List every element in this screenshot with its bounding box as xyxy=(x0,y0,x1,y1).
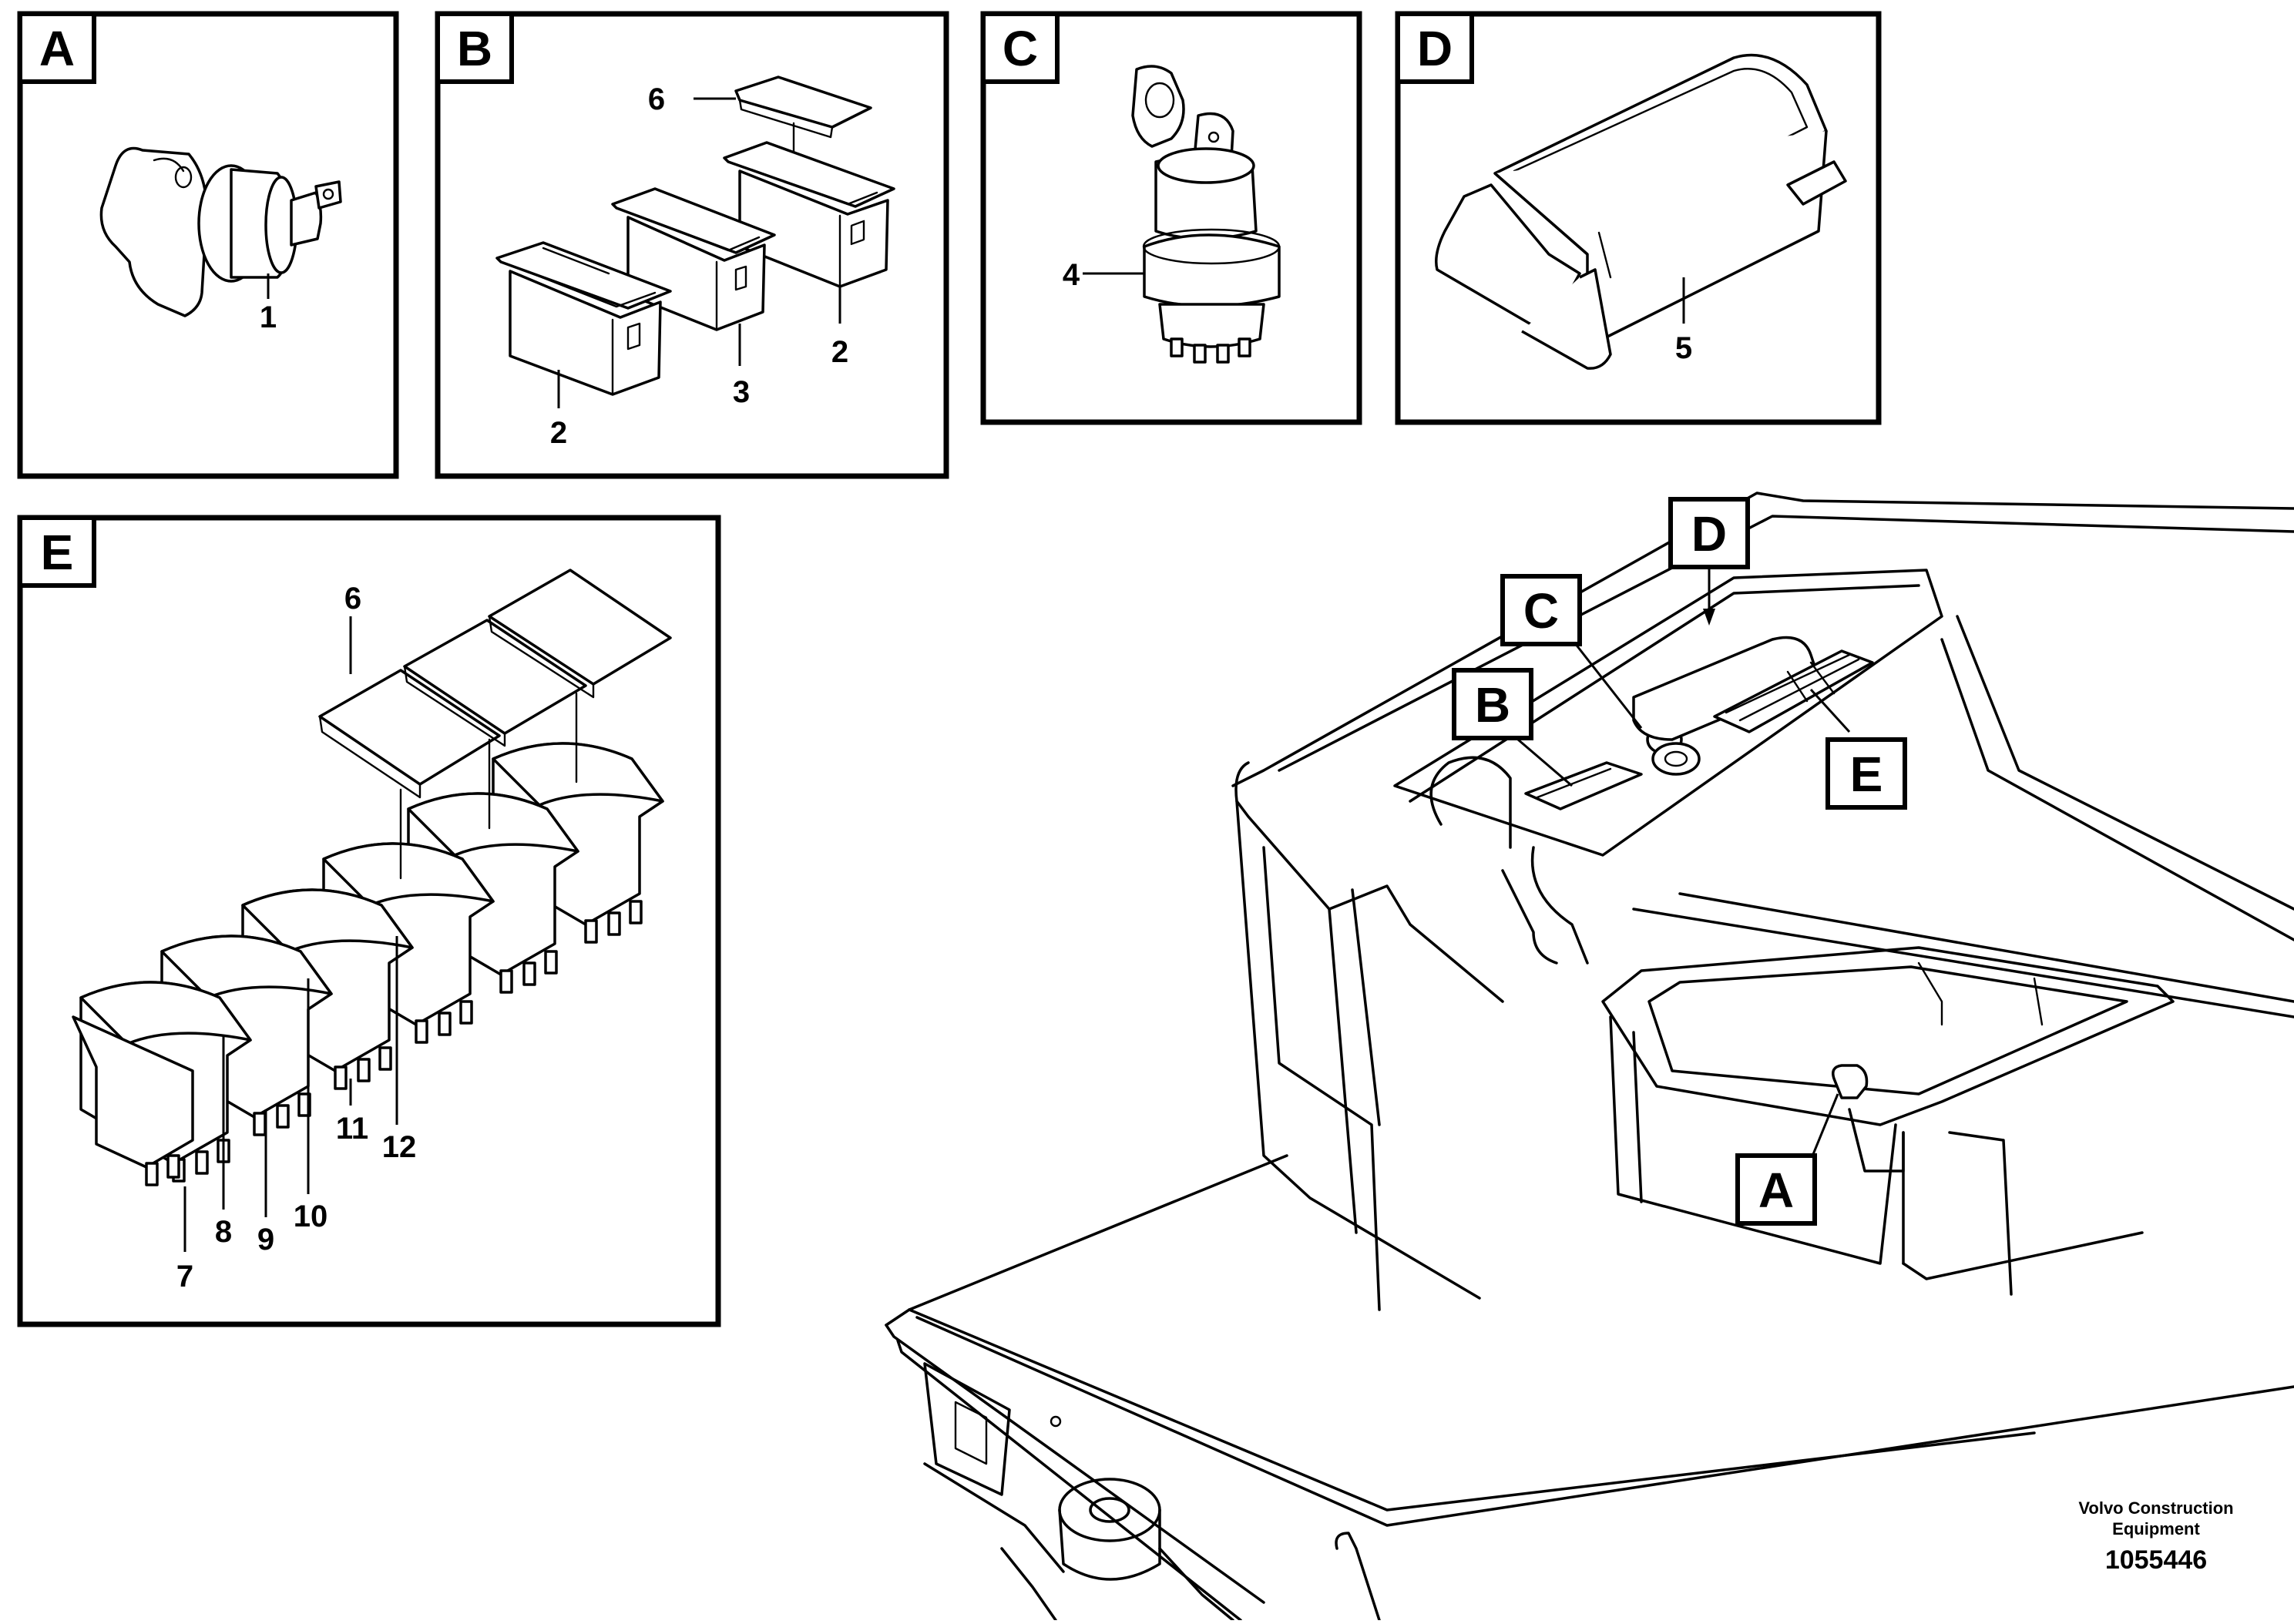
overview-tag-a-box xyxy=(1735,1153,1817,1226)
panel-d-callout-5: 5 xyxy=(1675,331,1692,365)
panel-e-callout-9: 9 xyxy=(257,1223,274,1257)
overview-tag-c: C xyxy=(1523,583,1559,639)
panel-c-tag: C xyxy=(1003,21,1038,76)
panel-e-callout-8: 8 xyxy=(215,1215,232,1249)
panel-b: B xyxy=(435,11,949,479)
credit-line-2: Equipment xyxy=(2112,1519,2200,1538)
panel-c-callout-4: 4 xyxy=(1063,258,1080,292)
panel-e-callout-7: 7 xyxy=(176,1260,193,1293)
panel-a-tag: A xyxy=(39,21,75,76)
panel-e-callout-10: 10 xyxy=(294,1200,328,1233)
panel-b-tag-box xyxy=(435,12,514,84)
overview-tag-e: E xyxy=(1850,747,1883,802)
panel-b-tag: B xyxy=(457,21,492,76)
overview-tag-c-box xyxy=(1500,574,1582,646)
overview-tag-b: B xyxy=(1475,677,1510,733)
panel-d-tag-box xyxy=(1396,12,1474,84)
panel-e-callout-11: 11 xyxy=(336,1112,368,1146)
panel-b-callout-2-right: 2 xyxy=(831,335,848,369)
document-number: 1055446 xyxy=(2105,1545,2207,1575)
overview-tag-a: A xyxy=(1758,1163,1794,1218)
panel-a-tag-box xyxy=(18,12,96,84)
switch-panel-illustration xyxy=(1435,53,1847,370)
panel-e-tag-box xyxy=(18,515,96,588)
ignition-switch-illustration xyxy=(1083,65,1281,364)
overview-tag-b-box xyxy=(1452,668,1533,740)
overview-tag-d-box xyxy=(1668,497,1750,569)
panel-b-callout-3: 3 xyxy=(733,375,750,409)
panel-d: D 5 xyxy=(1395,11,1882,425)
panel-e-tag: E xyxy=(41,525,74,580)
cab-overview: D C B E A xyxy=(885,492,2294,1622)
panel-b-callout-6: 6 xyxy=(648,82,665,116)
panel-e-callout-6-top: 6 xyxy=(344,582,361,616)
panel-d-tag: D xyxy=(1417,21,1453,76)
panel-e: E xyxy=(17,515,721,1327)
credit-line-1: Volvo Construction xyxy=(2078,1498,2233,1518)
panel-b-callout-2-left: 2 xyxy=(550,416,567,450)
panel-c-tag-box xyxy=(981,12,1060,84)
overview-tag-e-box xyxy=(1825,737,1907,810)
footer: Volvo Construction Equipment 1055446 xyxy=(2078,1498,2233,1575)
switch-housings-illustration xyxy=(495,75,895,396)
rocker-switches-illustration xyxy=(72,569,672,1252)
panel-a: A 1 xyxy=(17,11,399,479)
panel-e-callout-12: 12 xyxy=(382,1130,417,1164)
overview-tag-d: D xyxy=(1691,506,1727,562)
socket-illustration xyxy=(99,146,342,317)
panel-c: C 4 xyxy=(980,11,1362,425)
panel-a-callout-1: 1 xyxy=(260,300,277,334)
